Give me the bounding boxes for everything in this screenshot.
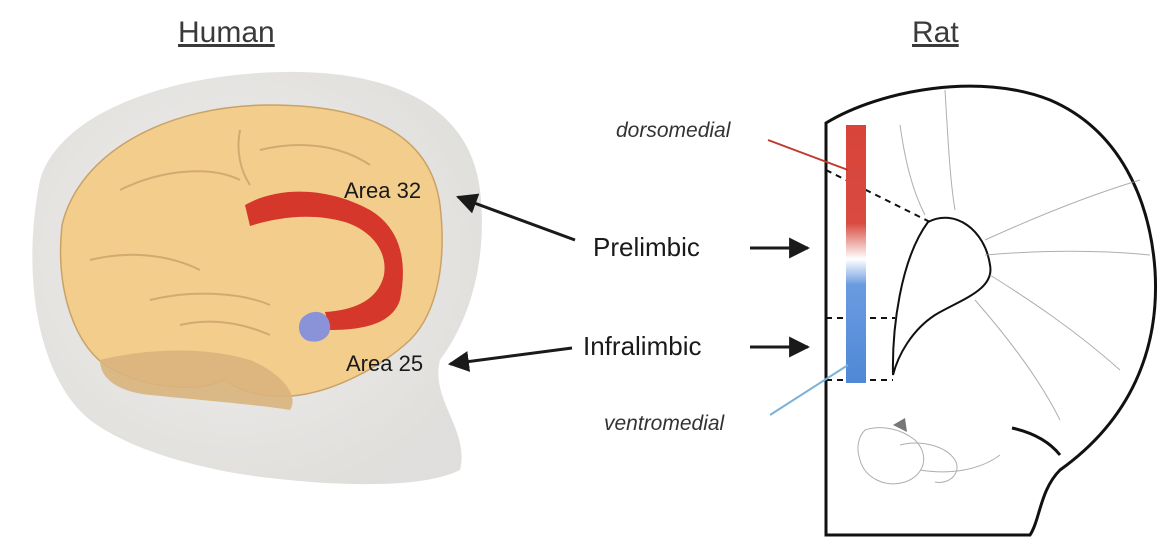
- dorsomedial-label: dorsomedial: [616, 119, 732, 142]
- human-head-illustration: [32, 72, 482, 484]
- prelimbic-label: Prelimbic: [593, 232, 700, 262]
- rat-heading: Rat: [912, 16, 959, 49]
- medial-prefrontal-bar: [846, 125, 866, 383]
- area-25-label: Area 25: [346, 351, 423, 376]
- infralimbic-label: Infralimbic: [583, 331, 701, 361]
- arrow-infralimbic-to-area-25: [450, 348, 572, 364]
- rat-brain-section: [826, 86, 1156, 535]
- ventromedial-label: ventromedial: [604, 412, 726, 435]
- rat-hemisphere-outline: [826, 86, 1156, 535]
- area-32-label: Area 32: [344, 178, 421, 203]
- human-heading: Human: [178, 16, 275, 49]
